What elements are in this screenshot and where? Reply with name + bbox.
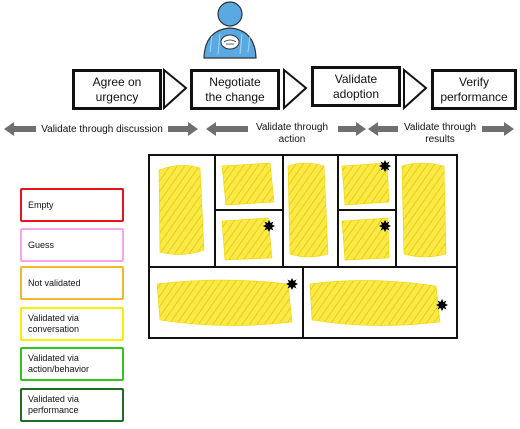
person-icon <box>203 1 257 59</box>
step-negotiate-the-change: Negotiate the change <box>190 69 280 110</box>
legend-validated-performance: Validated via performance <box>20 388 124 422</box>
star-icon <box>286 278 298 290</box>
star-markers <box>263 160 448 311</box>
scribble-area <box>341 217 390 261</box>
legend-label: Not validated <box>28 277 81 288</box>
step-label: Validate adoption <box>332 71 380 101</box>
legend-label: Validated via action/behavior <box>28 353 90 374</box>
star-icon <box>263 220 275 232</box>
scribble-area <box>158 165 205 255</box>
scribble-area <box>309 280 441 326</box>
chevron-icon <box>283 67 308 111</box>
validation-results-caption: Validate through results <box>403 122 477 145</box>
legend-label: Validated via performance <box>28 394 79 415</box>
arrow-right-icon <box>338 122 366 136</box>
star-icon <box>379 220 391 232</box>
star-icon <box>379 160 391 172</box>
step-verify-performance: Verify performance <box>431 69 517 110</box>
validation-discussion-caption: Validate through discussion <box>41 124 163 135</box>
scribble-fills <box>156 162 447 326</box>
step-label: Verify performance <box>440 74 508 104</box>
star-icon <box>436 299 448 311</box>
step-label: Negotiate the change <box>205 74 265 104</box>
legend-guess: Guess <box>20 228 124 262</box>
scribble-area <box>221 162 275 206</box>
step-label: Agree on urgency <box>92 74 142 104</box>
chevron-icon <box>163 67 188 111</box>
legend-validated-conversation: Validated via conversation <box>20 307 124 341</box>
legend-label: Guess <box>28 239 55 250</box>
arrow-right-icon <box>482 122 514 136</box>
chevron-icon <box>403 67 428 111</box>
scribble-area <box>156 279 293 326</box>
scribble-area <box>341 162 390 206</box>
legend-label: Validated via conversation <box>28 313 80 334</box>
scribble-area <box>287 162 329 258</box>
legend-validated-action: Validated via action/behavior <box>20 347 124 381</box>
arrow-left-icon <box>368 122 398 136</box>
legend-label: Empty <box>28 199 54 210</box>
step-agree-on-urgency: Agree on urgency <box>72 69 162 110</box>
canvas-grid <box>148 154 458 339</box>
scribble-area <box>221 217 273 261</box>
arrow-left-icon <box>4 122 36 136</box>
arrow-left-icon <box>206 122 248 136</box>
arrow-icons <box>4 122 514 136</box>
scribble-area <box>401 162 447 258</box>
legend-empty: Empty <box>20 188 124 222</box>
legend-not-validated: Not validated <box>20 266 124 300</box>
validation-action-caption: Validate through action <box>255 122 329 145</box>
arrow-right-icon <box>168 122 198 136</box>
step-validate-adoption: Validate adoption <box>311 66 401 107</box>
